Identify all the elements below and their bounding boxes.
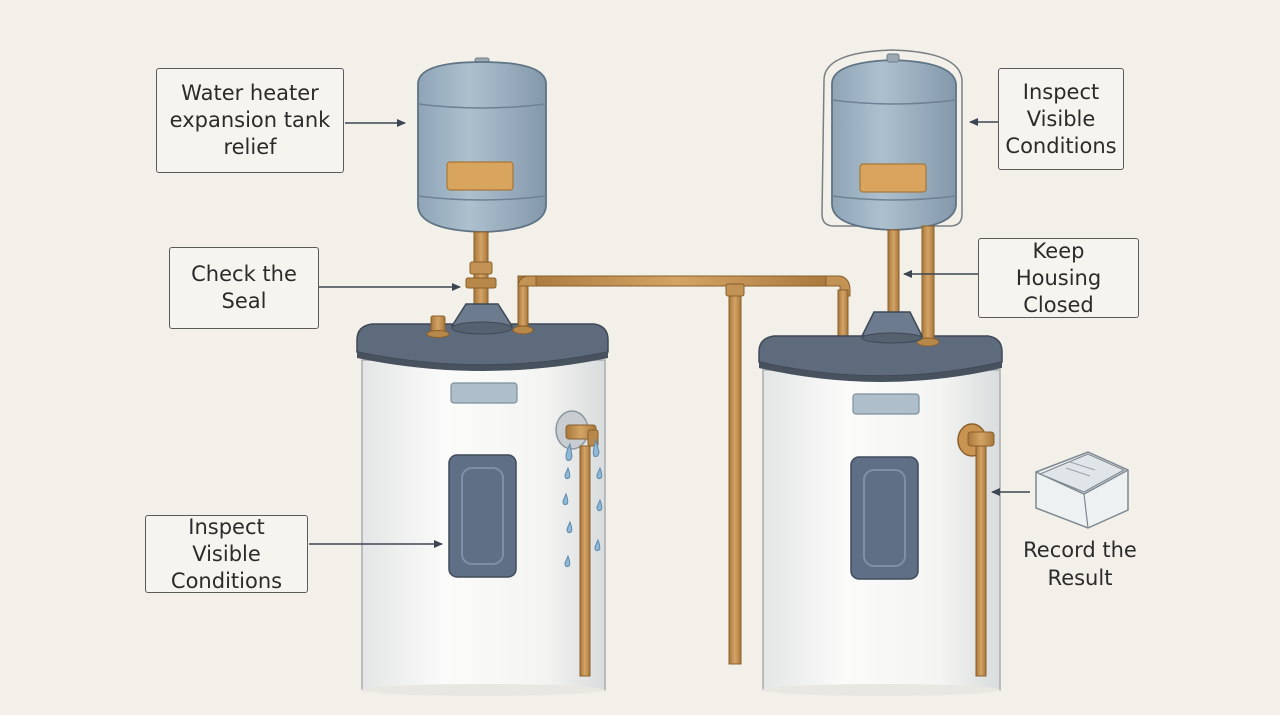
envelope-icon bbox=[1035, 451, 1129, 529]
right-expansion-tank bbox=[821, 49, 963, 347]
left-water-heater bbox=[356, 315, 609, 696]
connecting-pipe bbox=[512, 275, 855, 665]
tank-housing bbox=[821, 49, 963, 227]
label-check-seal: Check the Seal bbox=[169, 247, 319, 329]
left-expansion-tank bbox=[417, 57, 547, 335]
label-keep-housing-closed: Keep Housing Closed bbox=[978, 238, 1139, 318]
label-record-result: Record the Result bbox=[1023, 538, 1137, 590]
arrow-icon bbox=[309, 118, 1030, 548]
left-access-panel bbox=[448, 454, 517, 578]
label-expansion-tank-relief: Water heater expansion tank relief bbox=[156, 68, 344, 173]
label-inspect-visible-conditions-left: Inspect Visible Conditions bbox=[145, 515, 308, 593]
right-access-panel bbox=[850, 456, 919, 580]
label-inspect-visible-conditions-right: Inspect Visible Conditions bbox=[998, 68, 1124, 170]
right-water-heater bbox=[758, 335, 1003, 696]
water-drop-icon bbox=[562, 438, 603, 568]
